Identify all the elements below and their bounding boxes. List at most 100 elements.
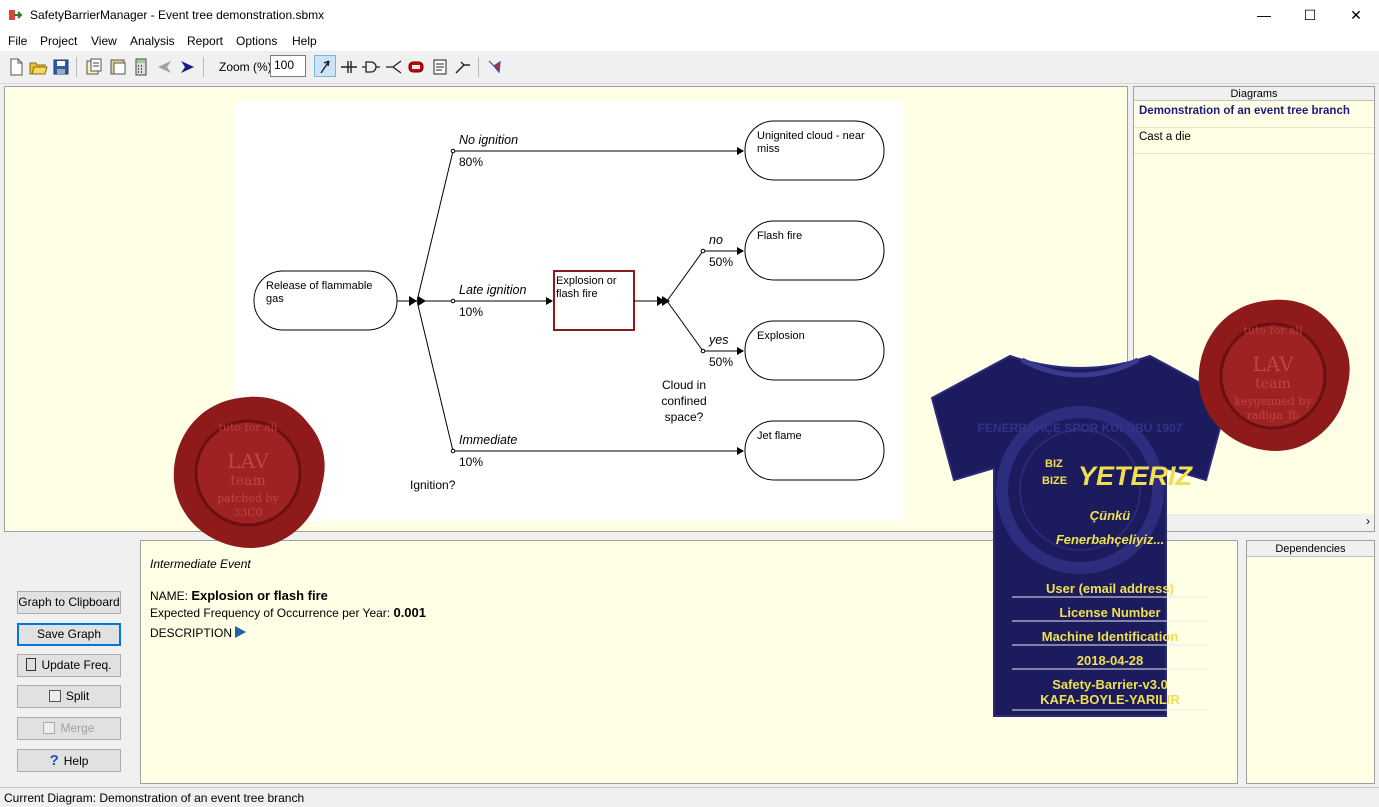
button-label: Update Freq.	[41, 658, 112, 672]
new-file-icon[interactable]	[6, 57, 26, 77]
menu-options[interactable]: Options	[236, 34, 278, 48]
maximize-button[interactable]: ☐	[1303, 7, 1317, 23]
shirt-footer-slogan: KAFA-BOYLE-YARILIR	[1040, 692, 1180, 707]
save-graph-button[interactable]: Save Graph	[17, 623, 121, 646]
shirt-text-bize: BIZE	[1042, 475, 1067, 487]
outcome-box-explosion[interactable]	[744, 320, 885, 381]
back-arrow-icon[interactable]	[155, 57, 175, 77]
outcome-flash-fire: Flash fire	[757, 230, 802, 242]
seal-ring-icon	[194, 419, 302, 527]
graph-to-clipboard-button[interactable]: Graph to Clipboard	[17, 591, 121, 614]
gate-tool-icon[interactable]	[361, 57, 381, 77]
name-value: Explosion or flash fire	[191, 588, 328, 603]
shirt-text-biz: BIZ	[1045, 458, 1063, 470]
button-label: Save Graph	[36, 627, 102, 641]
ignition-question: Ignition?	[410, 478, 456, 492]
outcome-explosion: Explosion	[757, 330, 805, 342]
tshirt-image: FENERBAHÇE SPOR KULÜBÜ 1907 BIZ BIZE YET…	[930, 354, 1230, 717]
diagrams-header: Diagrams	[1134, 87, 1374, 101]
arrow-head	[546, 297, 553, 305]
open-folder-icon[interactable]	[28, 57, 48, 77]
merge-button[interactable]: Merge	[17, 717, 121, 740]
shirt-text-fenerbahceliyiz: Fenerbahçeliyiz...	[1056, 532, 1164, 547]
menu-analysis[interactable]: Analysis	[130, 34, 175, 48]
outcome-box-flash-fire[interactable]	[744, 220, 885, 281]
description-label: DESCRIPTION	[150, 626, 233, 640]
toolbar-separator	[76, 57, 77, 77]
title-bar: SafetyBarrierManager - Event tree demons…	[0, 0, 1379, 31]
play-arrow-icon[interactable]	[235, 626, 247, 638]
menu-bar	[0, 31, 1379, 51]
note-tool-icon[interactable]	[430, 57, 450, 77]
intermediate-event-line2: flash fire	[556, 288, 598, 300]
calculator-icon	[26, 658, 37, 671]
scroll-right-icon[interactable]: ›	[1366, 514, 1370, 528]
diagram-item-demonstration[interactable]: Demonstration of an event tree branch	[1134, 102, 1374, 128]
event-type: Intermediate Event	[150, 557, 251, 571]
outcome-unignited-line2: miss	[757, 143, 780, 155]
frequency-value: 0.001	[393, 605, 427, 620]
seal-left-top-text: tuto for all	[218, 421, 278, 434]
seal-left-team: team	[230, 473, 266, 489]
sub-question-line1: Cloud in	[662, 378, 706, 392]
event-tree-canvas[interactable]: Release of flammable gas No ignition 80%…	[234, 101, 904, 521]
menu-report[interactable]: Report	[187, 34, 224, 48]
zoom-input[interactable]: 100	[270, 55, 306, 77]
button-area: Graph to Clipboard Save Graph Update Fre…	[4, 538, 138, 786]
branch-label-yes: yes	[708, 333, 728, 347]
barrier-tool-icon[interactable]	[339, 57, 359, 77]
arrow-head	[409, 296, 417, 306]
branch-label-immediate: Immediate	[459, 433, 517, 447]
menu-project[interactable]: Project	[40, 34, 78, 48]
wax-seal-left: tuto for all LAV team patched by 33C0	[173, 396, 325, 548]
shirt-text-yeteriz: YETERIZ	[1078, 461, 1194, 491]
dependencies-header: Dependencies	[1247, 541, 1374, 557]
shirt-row-user: User (email address)	[1046, 581, 1174, 596]
pointer-tool-icon[interactable]	[315, 57, 335, 77]
update-freq-button[interactable]: Update Freq.	[17, 654, 121, 677]
close-button[interactable]: ✕	[1350, 7, 1362, 23]
arrow-head	[737, 347, 744, 355]
pin-icon[interactable]	[484, 57, 504, 77]
save-icon[interactable]	[51, 57, 71, 77]
seal-left-line1: patched by	[217, 492, 279, 505]
outcome-box-jet-flame[interactable]	[744, 420, 885, 481]
paste-report-icon[interactable]	[108, 57, 128, 77]
wax-seal-right: tuto for all LAV team keygenned by radig…	[1198, 299, 1350, 451]
outcome-box-unignited[interactable]	[744, 120, 885, 181]
branch-node	[450, 448, 456, 454]
split-button[interactable]: Split	[17, 685, 121, 708]
toolbar-separator	[478, 57, 479, 77]
shirt-text-cunku: Çünkü	[1090, 508, 1131, 523]
help-button[interactable]: ?Help	[17, 749, 121, 772]
menu-file[interactable]: File	[8, 34, 28, 48]
shirt-row-date: 2018-04-28	[1077, 653, 1144, 668]
seal-right-line1: keygenned by	[1234, 395, 1312, 408]
menu-view[interactable]: View	[91, 34, 117, 48]
copy-report-icon[interactable]	[84, 57, 104, 77]
menu-help[interactable]: Help	[292, 34, 317, 48]
status-bar: Current Diagram: Demonstration of an eve…	[0, 787, 1379, 807]
branch-tool-icon[interactable]	[384, 57, 404, 77]
window-title: SafetyBarrierManager - Event tree demons…	[30, 8, 325, 22]
connector-tool-icon[interactable]	[453, 57, 473, 77]
sub-question-line2: confined	[661, 394, 706, 408]
forward-arrow-icon[interactable]	[177, 57, 197, 77]
minimize-button[interactable]: —	[1257, 7, 1271, 23]
arrow-head	[662, 296, 670, 306]
calculator-icon[interactable]	[131, 57, 151, 77]
horizontal-scrollbar[interactable]: ›	[1134, 514, 1374, 531]
seal-right-top-text: tuto for all	[1243, 324, 1303, 337]
arrow-head	[737, 247, 744, 255]
button-label: Split	[65, 689, 90, 703]
diagram-item-cast-a-die[interactable]: Cast a die	[1134, 128, 1374, 154]
frequency-label: Expected Frequency of Occurrence per Yea…	[150, 606, 394, 620]
branch-prob-immediate: 10%	[459, 455, 483, 469]
shirt-row-machine: Machine Identification	[1042, 629, 1179, 644]
seal-ring-icon	[1219, 322, 1327, 430]
event-tool-icon[interactable]	[406, 57, 426, 77]
outcome-jet-flame: Jet flame	[757, 430, 802, 442]
description-row[interactable]: DESCRIPTION	[150, 626, 247, 640]
seal-left-lav: LAV	[227, 449, 269, 473]
branch-line	[416, 300, 454, 452]
